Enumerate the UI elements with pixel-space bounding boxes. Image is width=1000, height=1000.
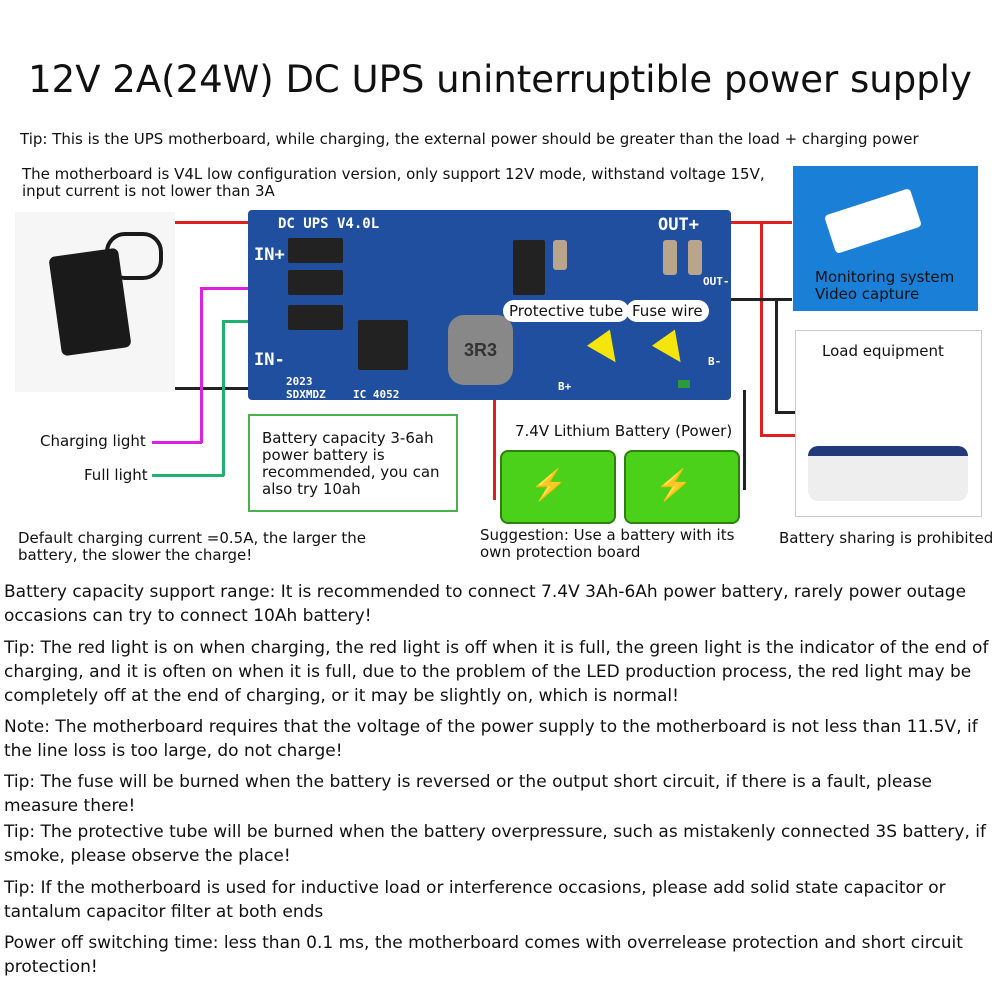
battery-cell-1 xyxy=(500,450,616,524)
default-current-note: Default charging current =0.5A, the larg… xyxy=(18,529,366,564)
black-wire-in xyxy=(175,387,250,390)
board-maker: SDXMDZ xyxy=(286,388,326,401)
monitoring-system-image: Monitoring system Video capture xyxy=(793,166,978,311)
battery-red-wire xyxy=(493,385,496,500)
component xyxy=(288,238,343,263)
camera-icon xyxy=(824,188,922,254)
tip-top: Tip: This is the UPS motherboard, while … xyxy=(20,130,919,148)
note-battery-range: Battery capacity support range: It is re… xyxy=(4,582,967,626)
battery-capacity-box: Battery capacity 3-6ah power battery is … xyxy=(248,414,458,512)
lightning-icon: ⚡ xyxy=(530,469,568,502)
full-light-label: Full light xyxy=(84,466,148,484)
board-ic: IC 4052 xyxy=(353,388,400,401)
black-wire-out-h xyxy=(775,411,795,414)
capacitor xyxy=(688,240,702,275)
charging-wire xyxy=(200,287,203,443)
full-wire-h2 xyxy=(152,474,224,477)
board-year: 2023 xyxy=(286,375,313,388)
battery-label: 7.4V Lithium Battery (Power) xyxy=(515,422,733,440)
battery-black-wire xyxy=(743,390,746,490)
b-minus-label: B- xyxy=(708,355,722,368)
component xyxy=(288,305,343,330)
fuse-wire-label: Fuse wire xyxy=(626,300,709,322)
arrow-icon xyxy=(651,329,693,371)
ic-chip xyxy=(358,320,408,370)
note-inductive-load: Tip: If the motherboard is used for indu… xyxy=(4,878,946,922)
charging-light-label: Charging light xyxy=(40,432,146,450)
component xyxy=(288,270,343,295)
black-wire-out xyxy=(730,298,792,301)
in-minus-label: IN- xyxy=(254,350,285,370)
capacitor xyxy=(663,240,677,275)
page-title: 12V 2A(24W) DC UPS uninterruptible power… xyxy=(28,58,972,101)
load-equipment-image: Load equipment xyxy=(795,330,982,517)
note-protective-tube: Tip: The protective tube will be burned … xyxy=(4,822,986,866)
arrow-icon xyxy=(586,329,628,371)
red-wire-in xyxy=(175,221,250,224)
black-wire-out-v xyxy=(775,298,778,413)
capacitor xyxy=(553,240,567,270)
full-wire xyxy=(222,320,225,476)
note-red-light: Tip: The red light is on when charging, … xyxy=(4,638,989,706)
full-wire-h xyxy=(222,320,250,323)
mosfet xyxy=(513,240,545,295)
out-minus-label: OUT- xyxy=(703,275,730,288)
board-name: DC UPS V4.0L xyxy=(278,216,380,232)
battery-cell-2 xyxy=(624,450,740,524)
out-plus-label: OUT+ xyxy=(658,215,699,235)
note-voltage: Note: The motherboard requires that the … xyxy=(4,717,978,761)
note-switching-time: Power off switching time: less than 0.1 … xyxy=(4,933,963,977)
load-equipment-label: Load equipment xyxy=(822,342,944,360)
red-wire-out-v xyxy=(760,221,763,436)
note-fuse: Tip: The fuse will be burned when the ba… xyxy=(4,772,933,816)
suggestion-note: Suggestion: Use a battery with its own p… xyxy=(480,526,735,561)
red-wire-out-h xyxy=(760,434,795,437)
charging-wire-h xyxy=(200,287,250,290)
in-plus-label: IN+ xyxy=(254,245,285,265)
protective-tube-label: Protective tube xyxy=(503,300,630,322)
inductor: 3R3 xyxy=(448,315,513,385)
ups-board: DC UPS V4.0L IN+ IN- OUT+ OUT- B+ B- 202… xyxy=(248,210,731,401)
router-icon xyxy=(808,446,968,501)
adapter-cable xyxy=(105,232,163,280)
version-note: The motherboard is V4L low configuration… xyxy=(22,165,765,200)
b-plus-label: B+ xyxy=(558,380,572,393)
fuse xyxy=(678,380,690,388)
power-adapter-image xyxy=(15,212,175,392)
sharing-note: Battery sharing is prohibited xyxy=(779,529,994,547)
monitoring-label: Monitoring system Video capture xyxy=(815,268,955,303)
lightning-icon: ⚡ xyxy=(655,469,693,502)
charging-wire-h2 xyxy=(152,441,202,444)
